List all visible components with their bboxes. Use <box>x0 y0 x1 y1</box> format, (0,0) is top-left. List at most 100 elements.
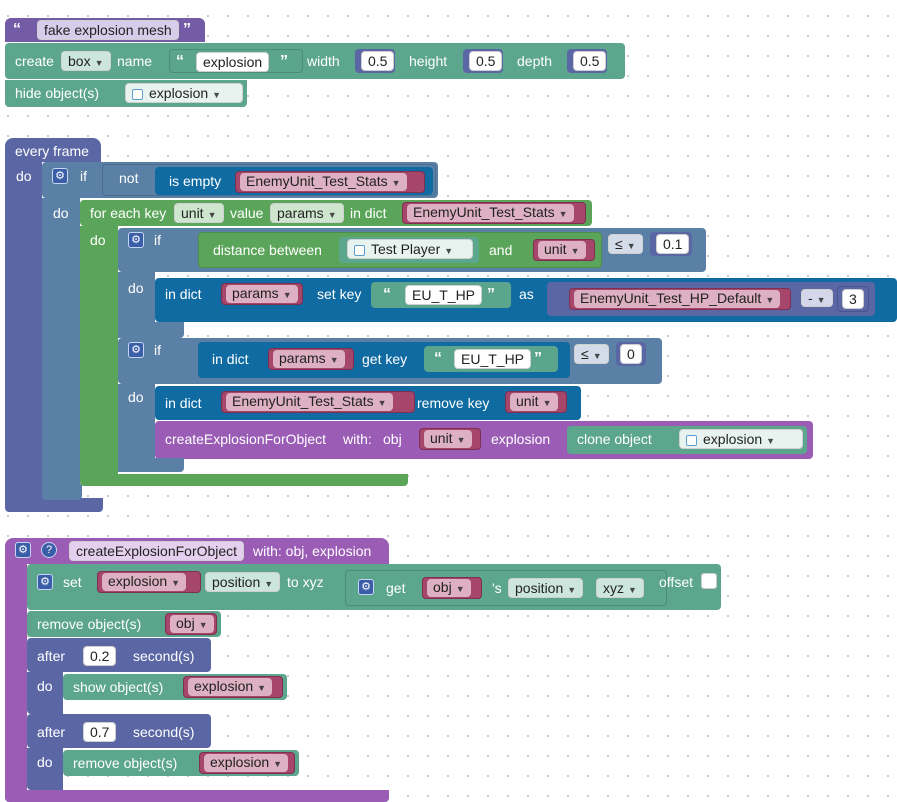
comment-block[interactable]: “ fake explosion mesh ” <box>5 18 205 42</box>
remove-obj-block[interactable]: remove object(s) obj▼ <box>27 611 221 637</box>
get-property-block[interactable]: ⚙ get obj▼ 's position▼ xyz▼ <box>345 570 667 606</box>
width-number-block[interactable]: 0.5 <box>355 49 395 73</box>
every-frame-block[interactable]: every frame <box>5 138 101 162</box>
default-hp-dropdown[interactable]: EnemyUnit_Test_HP_Default▼ <box>574 290 781 308</box>
create-mesh-block[interactable]: create box▼ name “ explosion ” width 0.5… <box>5 43 625 79</box>
set-position-block[interactable]: ⚙ set explosion▼ position▼ to xyz ⚙ get … <box>27 564 721 610</box>
unit-variable[interactable]: unit▼ <box>533 239 595 261</box>
distance-block[interactable]: distance between Test Player▼ and unit▼ <box>198 232 602 268</box>
gear-icon[interactable]: ⚙ <box>52 168 68 184</box>
name-text-block[interactable]: “ explosion ” <box>169 49 303 73</box>
get-label: get <box>386 580 406 596</box>
explosion-variable[interactable]: explosion▼ <box>97 571 201 593</box>
explosion-dropdown[interactable]: explosion▼ <box>204 754 289 772</box>
unit-dropdown[interactable]: unit▼ <box>510 393 558 411</box>
foreach-dict-variable[interactable]: EnemyUnit_Test_Stats▼ <box>402 202 586 224</box>
threshold-number-block[interactable]: 0.1 <box>650 232 692 256</box>
is-empty-block[interactable]: is empty EnemyUnit_Test_Stats▼ <box>155 167 433 195</box>
threshold-value[interactable]: 0.1 <box>656 234 690 254</box>
gear-icon[interactable]: ⚙ <box>358 579 374 595</box>
obj-dropdown[interactable]: obj▼ <box>427 579 471 597</box>
clone-target-dropdown[interactable]: explosion▼ <box>679 429 803 449</box>
delay-number-block[interactable]: 0.2 <box>75 644 121 668</box>
gear-icon[interactable]: ⚙ <box>128 342 144 358</box>
stats-variable[interactable]: EnemyUnit_Test_Stats▼ <box>235 171 425 193</box>
key-text-block[interactable]: “ EU_T_HP ” <box>371 282 511 308</box>
params-variable[interactable]: params▼ <box>221 283 303 305</box>
xyz-dropdown[interactable]: xyz▼ <box>596 578 644 598</box>
compare-op-dropdown[interactable]: ≤▼ <box>574 344 609 364</box>
offset-checkbox[interactable] <box>701 573 717 589</box>
depth-number-block[interactable]: 0.5 <box>567 49 607 73</box>
stats-variable-dropdown[interactable]: EnemyUnit_Test_Stats▼ <box>240 173 407 191</box>
delay-value[interactable]: 0.7 <box>83 722 117 742</box>
foreach-dict-dropdown[interactable]: EnemyUnit_Test_Stats▼ <box>407 204 574 222</box>
name-value[interactable]: explosion <box>196 52 270 72</box>
function-def-block[interactable]: ⚙ ? createExplosionForObject with: obj, … <box>5 538 389 564</box>
gear-icon[interactable]: ⚙ <box>37 574 53 590</box>
explosion-dropdown[interactable]: explosion▼ <box>102 573 187 591</box>
if-not-empty-block[interactable]: ⚙ if not is empty EnemyUnit_Test_Stats▼ <box>42 162 438 198</box>
after-block-2[interactable]: after 0.7 second(s) <box>27 714 211 748</box>
hide-object-block[interactable]: hide object(s) explosion▼ <box>5 80 247 107</box>
set-key-block[interactable]: in dict params▼ set key “ EU_T_HP ” as E… <box>155 278 897 322</box>
delay-value[interactable]: 0.2 <box>83 646 117 666</box>
hide-object-dropdown[interactable]: explosion▼ <box>125 83 243 103</box>
remove-key-block[interactable]: in dict EnemyUnit_Test_Stats▼ remove key… <box>155 386 581 420</box>
explosion-variable[interactable]: explosion▼ <box>199 752 295 774</box>
width-value[interactable]: 0.5 <box>361 51 395 71</box>
obj-variable[interactable]: obj▼ <box>165 613 217 635</box>
minus-op-dropdown[interactable]: -▼ <box>801 289 833 307</box>
show-object-block[interactable]: show object(s) explosion▼ <box>63 674 287 700</box>
params-dropdown[interactable]: params▼ <box>226 285 298 303</box>
height-value[interactable]: 0.5 <box>469 51 503 71</box>
unit-dropdown[interactable]: unit▼ <box>538 241 586 259</box>
obj-variable[interactable]: obj▼ <box>422 577 482 599</box>
player-dropdown[interactable]: Test Player▼ <box>347 239 473 259</box>
key-value[interactable]: EU_T_HP <box>405 285 483 305</box>
zero-number-block[interactable]: 0 <box>616 342 646 366</box>
after-block-1[interactable]: after 0.2 second(s) <box>27 638 211 672</box>
player-object-block[interactable]: Test Player▼ <box>339 237 479 263</box>
for-each-block[interactable]: for each key unit▼ value params▼ in dict… <box>80 200 592 226</box>
params-variable[interactable]: params▼ <box>268 348 354 370</box>
if-distance-block[interactable]: ⚙ if distance between Test Player▼ and u… <box>118 228 706 272</box>
clone-object-block[interactable]: clone object explosion▼ <box>567 426 807 454</box>
amount-value[interactable]: 3 <box>842 289 864 309</box>
get-key-block[interactable]: in dict params▼ get key “ EU_T_HP ” <box>198 342 570 378</box>
gear-icon[interactable]: ⚙ <box>15 542 31 558</box>
property-dropdown[interactable]: position▼ <box>205 572 281 592</box>
comment-text[interactable]: fake explosion mesh <box>37 20 179 40</box>
help-icon[interactable]: ? <box>41 542 57 558</box>
if-hp-block[interactable]: ⚙ if in dict params▼ get key “ EU_T_HP ”… <box>118 338 662 384</box>
shape-dropdown[interactable]: box▼ <box>61 51 111 71</box>
zero-value[interactable]: 0 <box>620 344 642 364</box>
function-name-field[interactable]: createExplosionForObject <box>69 541 245 561</box>
dropdown-arrow-icon: ▼ <box>198 620 208 630</box>
key-value[interactable]: EU_T_HP <box>454 349 532 369</box>
key-text-block[interactable]: “ EU_T_HP ” <box>424 346 558 372</box>
height-number-block[interactable]: 0.5 <box>463 49 503 73</box>
call-explosion-block[interactable]: createExplosionForObject with: obj unit▼… <box>155 421 813 459</box>
get-prop-dropdown[interactable]: position▼ <box>508 578 584 598</box>
default-hp-variable[interactable]: EnemyUnit_Test_HP_Default▼ <box>569 288 791 310</box>
remove-object-block[interactable]: remove object(s) explosion▼ <box>63 750 299 776</box>
unit-variable[interactable]: unit▼ <box>419 428 481 450</box>
unit-dropdown[interactable]: unit▼ <box>424 430 472 448</box>
subtract-block[interactable]: EnemyUnit_Test_HP_Default▼ -▼ 3 <box>547 282 875 316</box>
obj-dropdown[interactable]: obj▼ <box>170 615 214 633</box>
stats-variable[interactable]: EnemyUnit_Test_Stats▼ <box>221 391 415 413</box>
value-var-dropdown[interactable]: params▼ <box>270 203 344 223</box>
params-dropdown[interactable]: params▼ <box>273 350 345 368</box>
not-block[interactable]: not is empty EnemyUnit_Test_Stats▼ <box>102 164 436 196</box>
explosion-variable[interactable]: explosion▼ <box>183 676 283 698</box>
compare-op-dropdown[interactable]: ≤▼ <box>608 234 643 254</box>
amount-number-block[interactable]: 3 <box>837 286 869 312</box>
depth-value[interactable]: 0.5 <box>573 51 607 71</box>
explosion-dropdown[interactable]: explosion▼ <box>188 678 273 696</box>
key-var-dropdown[interactable]: unit▼ <box>174 203 224 223</box>
stats-dropdown[interactable]: EnemyUnit_Test_Stats▼ <box>226 393 393 411</box>
unit-variable[interactable]: unit▼ <box>505 391 567 413</box>
delay-number-block[interactable]: 0.7 <box>75 720 121 744</box>
gear-icon[interactable]: ⚙ <box>128 232 144 248</box>
